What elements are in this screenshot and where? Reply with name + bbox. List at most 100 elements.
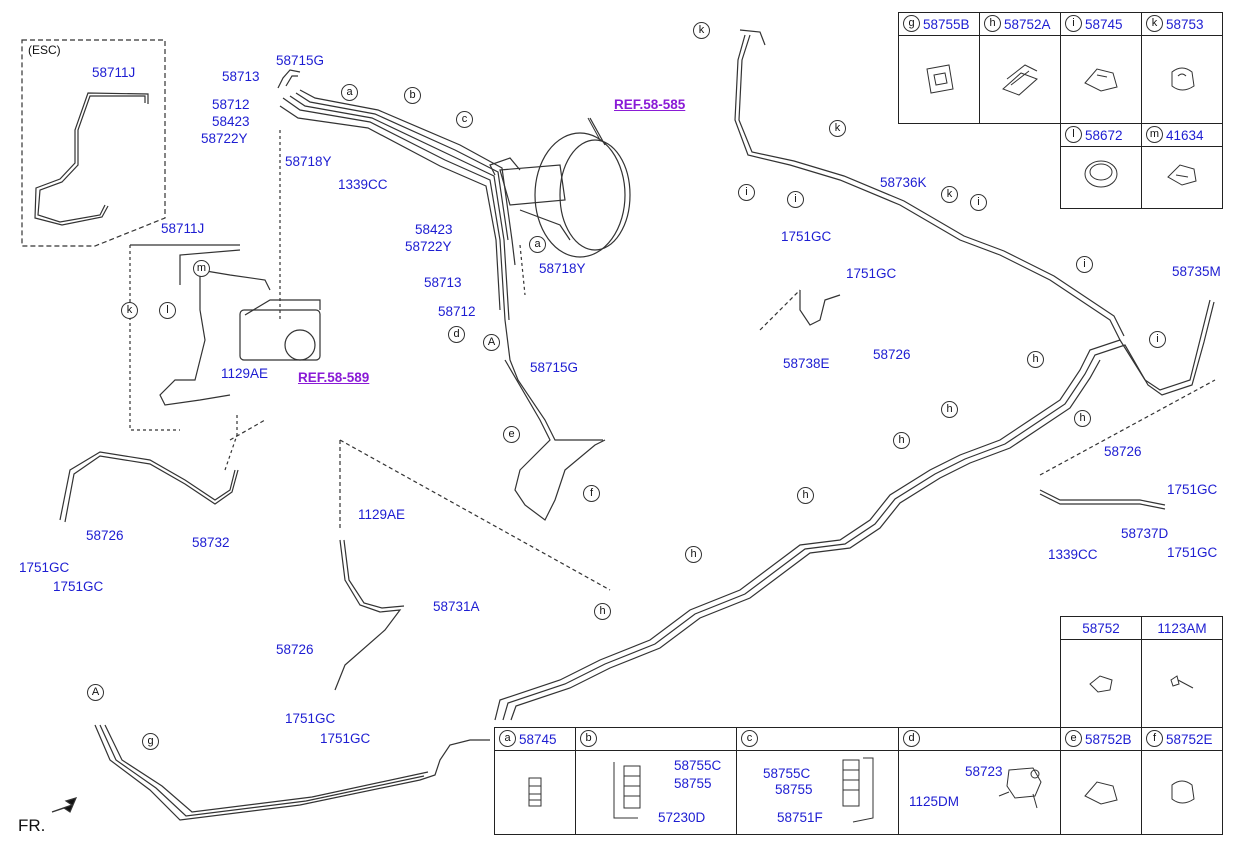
callout-i: i <box>970 194 987 211</box>
callout-l: l <box>159 302 176 319</box>
callout-k: k <box>829 120 846 137</box>
part-58715G-top: 58715G <box>276 53 325 68</box>
callout-b: b <box>404 87 421 104</box>
legend-key-f: f <box>1146 730 1163 747</box>
clip-58745-stack-icon <box>528 777 542 807</box>
legend-part-g: 58755B <box>923 17 970 32</box>
clip-bracket-c-icon <box>842 757 874 823</box>
legend-b-57230D: 57230D <box>658 810 706 825</box>
part-1129AE-center: 1129AE <box>358 507 406 522</box>
legend-part-e: 58752B <box>1085 732 1132 747</box>
legend-part-m: 41634 <box>1166 128 1204 143</box>
callout-h: h <box>797 487 814 504</box>
part-1339CC-rr: 1339CC <box>1048 547 1098 562</box>
part-58722Y-top: 58722Y <box>201 131 248 146</box>
callout-k: k <box>941 186 958 203</box>
part-58735M: 58735M <box>1172 264 1221 279</box>
part-58736K: 58736K <box>880 175 927 190</box>
callout-A: A <box>87 684 104 701</box>
part-58711J-abs: 58711J <box>161 221 205 236</box>
part-58713-mid: 58713 <box>424 275 462 290</box>
part-58737D: 58737D <box>1121 526 1169 541</box>
legend-part-1123AM: 1123AM <box>1157 621 1207 636</box>
legend-b-58755: 58755 <box>674 776 712 791</box>
legend-key-k: k <box>1146 15 1163 32</box>
clip-58755B-icon <box>926 64 954 94</box>
part-1751GC-left1: 1751GC <box>19 560 70 575</box>
legend-key-g: g <box>903 15 920 32</box>
callout-d: d <box>448 326 465 343</box>
legend-b-58755C: 58755C <box>674 758 722 773</box>
legend-key-b: b <box>580 730 597 747</box>
callout-h: h <box>1074 410 1091 427</box>
clip-58753-icon <box>1171 67 1195 91</box>
part-1751GC-left2: 1751GC <box>53 579 104 594</box>
legend-part-58752: 58752 <box>1082 621 1120 636</box>
legend-c-58751F: 58751F <box>777 810 823 825</box>
bolt-1123AM-icon <box>1170 675 1194 689</box>
legend-key-c: c <box>741 730 758 747</box>
legend-d-58723: 58723 <box>965 764 1003 779</box>
part-58726-rt: 58726 <box>873 347 911 362</box>
callout-m: m <box>193 260 210 277</box>
legend-key-a: a <box>499 730 516 747</box>
clip-58752A-icon <box>1002 64 1038 96</box>
ref-58-585[interactable]: REF.58-585 <box>614 97 686 112</box>
callout-i: i <box>1076 256 1093 273</box>
part-58713-top: 58713 <box>222 69 260 84</box>
legend-cell-d: d 58723 1125DM <box>898 727 1061 835</box>
part-58732: 58732 <box>192 535 230 550</box>
part-1751GC-rt2: 1751GC <box>846 266 897 281</box>
part-58718Y-top: 58718Y <box>285 154 332 169</box>
legend-key-i: i <box>1065 15 1082 32</box>
part-58711J-esc: 58711J <box>92 65 136 80</box>
part-1751GC-rr1: 1751GC <box>1167 482 1218 497</box>
part-58718Y-mid: 58718Y <box>539 261 586 276</box>
legend-part-l: 58672 <box>1085 128 1123 143</box>
part-58712-mid: 58712 <box>438 304 476 319</box>
legend-key-e: e <box>1065 730 1082 747</box>
part-1339CC-top: 1339CC <box>338 177 388 192</box>
legend-d-1125DM: 1125DM <box>909 794 960 809</box>
esc-label: (ESC) <box>28 43 61 57</box>
callout-h: h <box>685 546 702 563</box>
clip-58752-icon <box>1089 675 1113 693</box>
clip-58745-icon <box>1084 68 1118 92</box>
front-direction-label: FR. <box>18 816 46 835</box>
callout-h: h <box>941 401 958 418</box>
part-58423-mid: 58423 <box>415 222 453 237</box>
part-1751GC-center1: 1751GC <box>285 711 336 726</box>
legend-cell-b: b 58755C 58755 57230D <box>575 727 737 835</box>
legend-part-i: 58745 <box>1085 17 1123 32</box>
part-58738E: 58738E <box>783 356 830 371</box>
legend-part-a: 58745 <box>519 732 557 747</box>
clip-58752E-icon <box>1171 780 1195 804</box>
callout-A: A <box>483 334 500 351</box>
callout-i: i <box>738 184 755 201</box>
plug-58672-icon <box>1084 160 1118 188</box>
legend-part-f: 58752E <box>1166 732 1213 747</box>
callout-i: i <box>1149 331 1166 348</box>
part-58731A: 58731A <box>433 599 480 614</box>
part-58726-center: 58726 <box>276 642 314 657</box>
callout-g: g <box>142 733 159 750</box>
legend-part-k: 58753 <box>1166 17 1204 32</box>
legend-c-58755: 58755 <box>775 782 813 797</box>
ref-58-589[interactable]: REF.58-589 <box>298 370 370 385</box>
part-1751GC-center2: 1751GC <box>320 731 371 746</box>
part-58722Y-mid: 58722Y <box>405 239 452 254</box>
callout-c: c <box>456 111 473 128</box>
legend-key-h: h <box>984 15 1001 32</box>
callout-i: i <box>787 191 804 208</box>
part-58726-rr: 58726 <box>1104 444 1142 459</box>
legend-cell-1123AM: 1123AM <box>1141 616 1223 728</box>
callout-k: k <box>693 22 710 39</box>
